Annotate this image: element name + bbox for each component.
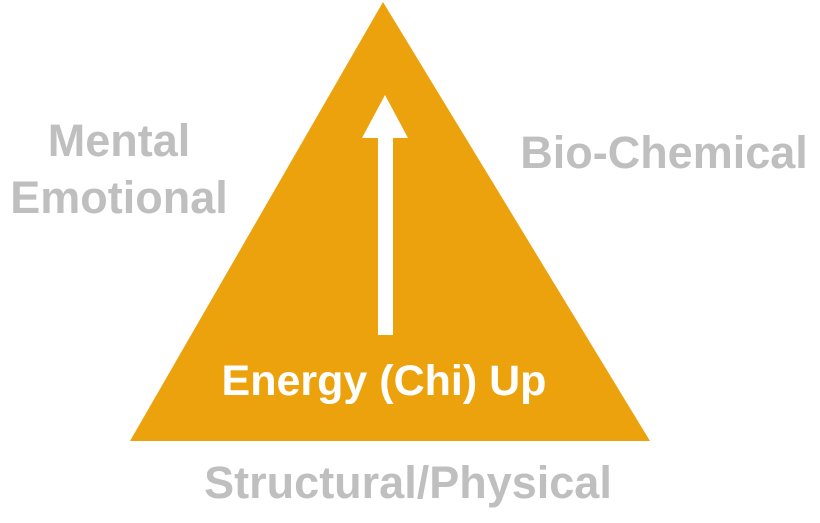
up-arrow-icon bbox=[362, 95, 408, 335]
bottom-label-structural-physical: Structural/Physical bbox=[204, 457, 612, 508]
left-label-line2: Emotional bbox=[10, 172, 228, 223]
right-label-bio-chemical: Bio-Chemical bbox=[520, 127, 808, 178]
left-label-mental-emotional: Mental Emotional bbox=[10, 112, 228, 226]
triangle-inner-label-energy-chi-up: Energy (Chi) Up bbox=[221, 357, 547, 405]
left-label-line1: Mental bbox=[47, 115, 191, 166]
